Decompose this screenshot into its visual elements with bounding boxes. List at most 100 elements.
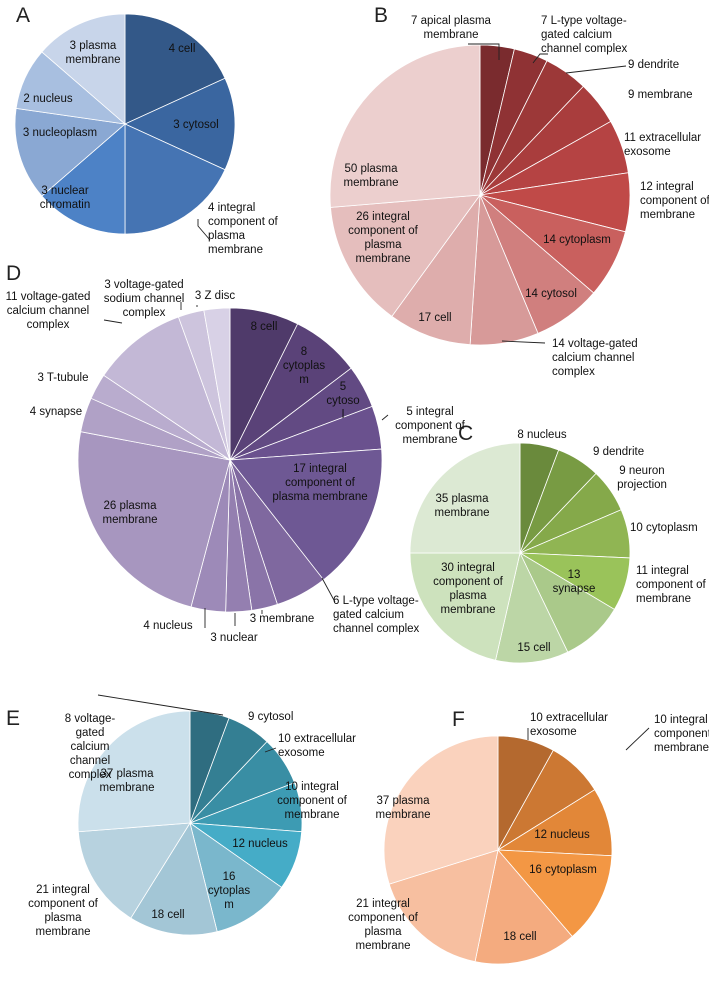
slice-label-line: 3 voltage-gated <box>104 279 183 291</box>
slice-label-line: 3 Z disc <box>195 290 236 302</box>
slice-label-line: 10 extracellular <box>278 733 356 745</box>
slice-label: 3 Z disc <box>195 290 236 302</box>
pie-slice-b-26-integral-component-of-plasma-membrane <box>330 194 481 317</box>
slice-label-line: component of <box>433 576 503 588</box>
slice-label-line: 3 nuclear <box>41 185 88 197</box>
leader-line <box>565 65 627 74</box>
slice-label-line: 3 T-tubule <box>38 372 89 384</box>
panel-letter: F <box>452 708 465 731</box>
slice-label-line: 2 nucleus <box>23 93 72 105</box>
leader-line <box>97 694 224 716</box>
slice-label-line: 12 integral <box>640 181 694 193</box>
slice-label: 3 cytosol <box>173 119 218 131</box>
pie-slice-a-4-integral-component-of-plasma-membrane <box>124 123 226 235</box>
slice-label: 16 cytoplasm <box>529 864 597 876</box>
slice-label-line: plasma <box>449 590 487 602</box>
slice-label: 10 cytoplasm <box>630 522 698 534</box>
slice-label-line: plasma <box>44 912 82 924</box>
pie-slice-c-30-integral-component-of-plasma-membrane <box>409 552 521 661</box>
slice-label-line: 35 plasma <box>435 493 489 505</box>
slice-label-line: membrane <box>424 29 479 41</box>
slice-label-line: complex <box>27 319 70 331</box>
slice-label-line: cytoso <box>326 395 359 407</box>
leader-line <box>501 340 546 344</box>
slice-label-line: 8 voltage- <box>65 713 116 725</box>
slice-label-line: 26 plasma <box>103 500 157 512</box>
slice-label-line: membrane <box>640 209 695 221</box>
pie-slice-d-26-plasma-membrane <box>77 431 231 608</box>
slice-label-line: component of <box>208 216 278 228</box>
slice-label: 9 membrane <box>628 89 693 101</box>
slice-label-line: gated calcium <box>541 29 612 41</box>
slice-label: 9 dendrite <box>628 59 679 71</box>
slice-label-line: complex <box>69 769 112 781</box>
slice-label-line: 5 integral <box>406 406 453 418</box>
slice-label-line: 4 nucleus <box>143 620 192 632</box>
leader-line <box>197 219 211 241</box>
slice-label-line: 17 integral <box>293 463 347 475</box>
leader-line <box>381 414 389 421</box>
slice-label-line: 10 cytoplasm <box>630 522 698 534</box>
slice-label-line: membrane <box>376 809 431 821</box>
panel-letter: E <box>6 707 20 730</box>
slice-label-line: synapse <box>553 583 596 595</box>
slice-label-line: 14 cytosol <box>525 288 577 300</box>
slice-label-line: 13 <box>568 569 581 581</box>
pie-slice-b-50-plasma-membrane <box>329 44 481 208</box>
slice-label-line: channel <box>70 755 110 767</box>
slice-label-line: component of <box>28 898 98 910</box>
slice-label-line: 21 integral <box>36 884 90 896</box>
slice-label: 18 cell <box>503 931 536 943</box>
slice-label-line: exosome <box>530 726 577 738</box>
slice-label: 9 dendrite <box>593 446 644 458</box>
leader-line <box>321 577 336 603</box>
slice-label-line: membrane <box>66 54 121 66</box>
pie-slice-f-16-cytoplasm <box>497 849 613 938</box>
slice-label-line: membrane <box>356 940 411 952</box>
slice-label-line: 10 integral <box>285 781 339 793</box>
slice-label-line: calcium channel <box>7 305 89 317</box>
slice-label-line: 7 L-type voltage- <box>541 15 627 27</box>
slice-label-line: calcium channel <box>552 352 634 364</box>
pie-slice-f-37-plasma-membrane <box>383 735 499 885</box>
slice-label-line: 16 cytoplasm <box>529 864 597 876</box>
slice-label: 10 extracellular exosome <box>278 733 356 759</box>
slice-label-line: complex <box>552 366 595 378</box>
slice-label-line: component of <box>277 795 347 807</box>
leader-line <box>264 747 277 753</box>
pie-slice-e-37-plasma-membrane <box>77 710 191 833</box>
slice-label-line: cytoplas <box>283 360 325 372</box>
slice-label-line: membrane <box>100 782 155 794</box>
slice-label-line: 9 dendrite <box>593 446 644 458</box>
slice-label-line: 10 integral <box>654 714 708 726</box>
leader-line <box>468 43 500 60</box>
slice-label: 3 nuclear <box>210 632 257 644</box>
pie-slice-c-15-cell <box>495 551 569 664</box>
slice-label: 15 cell <box>517 642 550 654</box>
pie-slice-a-3-plasma-membrane <box>41 13 126 125</box>
slice-label: 8 cell <box>251 321 278 333</box>
slice-label-line: complex <box>123 307 166 319</box>
slice-label: 17 cell <box>418 312 451 324</box>
pie-slice-d-11-voltage-gated-calcium-channel-complex <box>103 316 231 462</box>
slice-label-line: 16 <box>223 871 236 883</box>
pie-slice-e-21-integral-component-of-plasma-membrane <box>77 822 191 919</box>
slice-label: 18 cell <box>151 909 184 921</box>
slice-label: 4 synapse <box>30 406 82 418</box>
slice-label-line: gated calcium <box>333 609 404 621</box>
slice-label-line: 4 cell <box>169 43 196 55</box>
slice-label-line: membrane <box>208 244 263 256</box>
slice-label-line: 6 L-type voltage- <box>333 595 419 607</box>
slice-label-line: exosome <box>278 747 325 759</box>
slice-label-line: membrane <box>636 593 691 605</box>
